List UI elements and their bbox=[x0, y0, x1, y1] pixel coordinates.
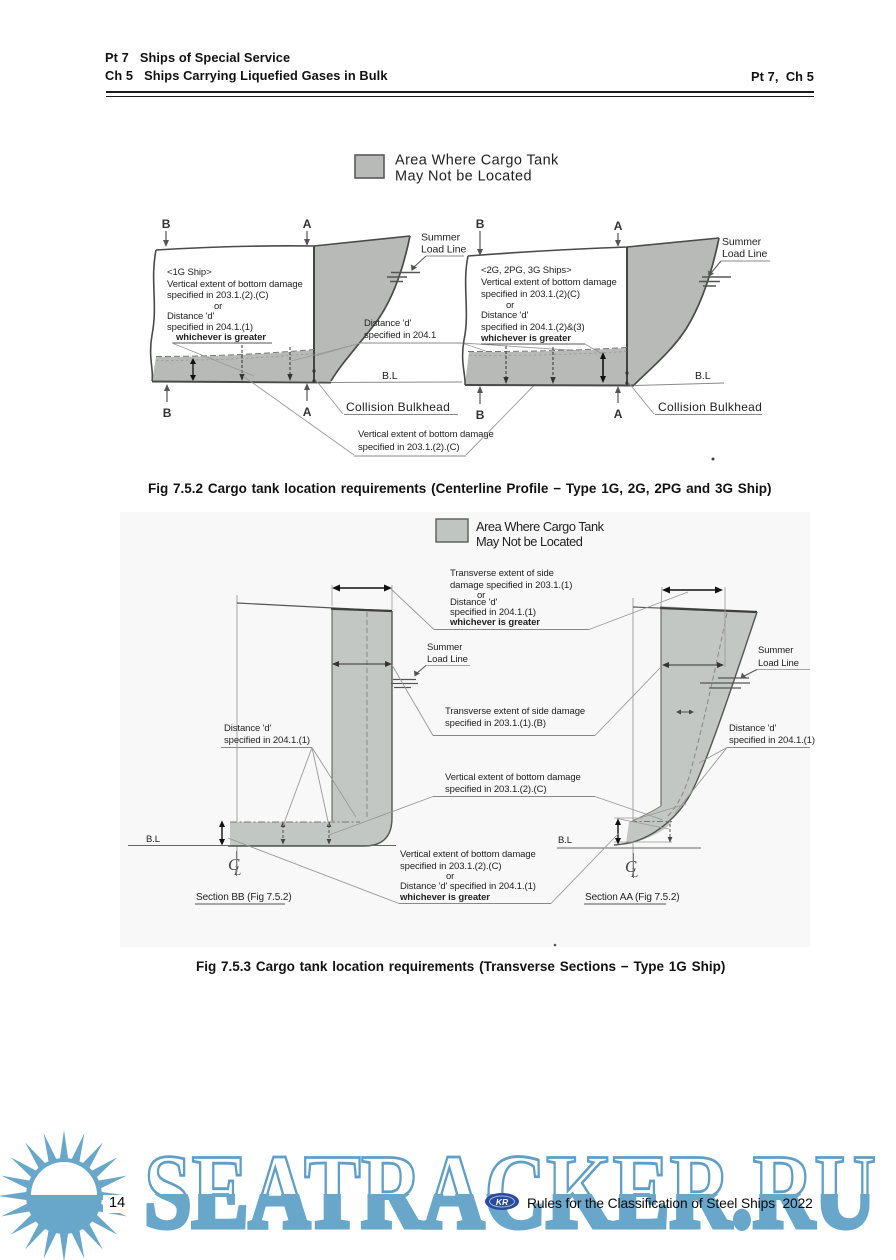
svg-text:B: B bbox=[476, 408, 485, 422]
svg-text:specified in 204.1: specified in 204.1 bbox=[364, 330, 436, 341]
svg-text:specified in 203.1.(1).(B): specified in 203.1.(1).(B) bbox=[445, 718, 546, 729]
svg-text:C: C bbox=[625, 857, 637, 876]
svg-text:Summer: Summer bbox=[758, 645, 793, 656]
svg-text:SEATRACKER.RU: SEATRACKER.RU bbox=[144, 1133, 876, 1250]
svg-text:Section AA (Fig 7.5.2): Section AA (Fig 7.5.2) bbox=[585, 892, 680, 903]
svg-text:Transverse extent of side: Transverse extent of side bbox=[450, 568, 554, 579]
svg-text:Load Line: Load Line bbox=[427, 654, 468, 665]
svg-text:KR: KR bbox=[496, 1197, 509, 1207]
svg-text:whichever is greater: whichever is greater bbox=[175, 332, 266, 343]
svg-text:L: L bbox=[630, 865, 638, 880]
svg-text:Vertical extent of bottom dama: Vertical extent of bottom damage bbox=[167, 279, 303, 290]
svg-text:damage specified in 203.1.(1): damage specified in 203.1.(1) bbox=[450, 580, 572, 591]
svg-text:Collision Bulkhead: Collision Bulkhead bbox=[658, 400, 762, 414]
svg-text:May Not be Located: May Not be Located bbox=[476, 534, 583, 549]
svg-text:A: A bbox=[614, 219, 623, 233]
svg-text:L: L bbox=[233, 863, 241, 878]
svg-text:Distance 'd': Distance 'd' bbox=[481, 310, 529, 321]
svg-text:A: A bbox=[303, 217, 312, 231]
svg-text:B.L: B.L bbox=[382, 370, 398, 382]
svg-text:Distance 'd': Distance 'd' bbox=[729, 723, 777, 734]
svg-text:Load Line: Load Line bbox=[421, 244, 466, 256]
svg-text:A: A bbox=[303, 405, 312, 419]
svg-text:<1G Ship>: <1G Ship> bbox=[167, 267, 212, 278]
svg-text:specified in 203.1.(2).(C): specified in 203.1.(2).(C) bbox=[167, 290, 268, 301]
svg-text:specified in 204.1.(1): specified in 204.1.(1) bbox=[224, 735, 310, 746]
svg-text:Area Where Cargo Tank: Area Where Cargo Tank bbox=[395, 153, 559, 169]
svg-text:Summer: Summer bbox=[722, 236, 762, 248]
svg-text:specified in 204.1.(1): specified in 204.1.(1) bbox=[167, 322, 253, 333]
svg-text:Transverse extent of side dama: Transverse extent of side damage bbox=[445, 706, 585, 717]
svg-text:or: or bbox=[446, 871, 454, 882]
svg-text:B: B bbox=[162, 217, 171, 231]
svg-text:<2G, 2PG, 3G Ships>: <2G, 2PG, 3G Ships> bbox=[481, 265, 572, 276]
svg-text:whichever is greater: whichever is greater bbox=[399, 892, 490, 903]
svg-text:B.L: B.L bbox=[146, 834, 160, 845]
svg-text:May Not be Located: May Not be Located bbox=[395, 169, 532, 185]
svg-text:Area Where Cargo Tank: Area Where Cargo Tank bbox=[476, 519, 605, 534]
svg-text:Vertical extent of bottom dama: Vertical extent of bottom damage bbox=[358, 429, 494, 440]
svg-text:Distance 'd' specified in 204.: Distance 'd' specified in 204.1.(1) bbox=[400, 881, 536, 892]
svg-text:Vertical extent of bottom dama: Vertical extent of bottom damage bbox=[481, 277, 617, 288]
svg-text:whichever is greater: whichever is greater bbox=[449, 617, 540, 628]
svg-text:Collision Bulkhead: Collision Bulkhead bbox=[346, 400, 450, 414]
svg-text:B.L: B.L bbox=[558, 835, 572, 846]
svg-text:or: or bbox=[477, 590, 485, 601]
svg-text:B.L: B.L bbox=[695, 370, 711, 382]
svg-text:Summer: Summer bbox=[427, 642, 462, 653]
svg-text:or: or bbox=[214, 301, 222, 312]
svg-text:specified in 204.1.(2)&(3): specified in 204.1.(2)&(3) bbox=[481, 322, 585, 333]
svg-text:B: B bbox=[476, 217, 485, 231]
svg-text:A: A bbox=[614, 407, 623, 421]
svg-text:Summer: Summer bbox=[421, 232, 461, 244]
svg-text:Load Line: Load Line bbox=[758, 658, 799, 669]
svg-text:specified in 203.1.(2).(C): specified in 203.1.(2).(C) bbox=[445, 784, 546, 795]
svg-text:Distance 'd': Distance 'd' bbox=[450, 597, 498, 608]
svg-text:B: B bbox=[163, 406, 172, 420]
svg-text:specified in 203.1.(2).(C): specified in 203.1.(2).(C) bbox=[400, 861, 501, 872]
svg-text:Load Line: Load Line bbox=[722, 248, 767, 260]
svg-text:specified in 203.1.(2)(C): specified in 203.1.(2)(C) bbox=[481, 289, 580, 300]
svg-text:Distance 'd': Distance 'd' bbox=[224, 723, 272, 734]
svg-text:Vertical extent of bottom dama: Vertical extent of bottom damage bbox=[445, 772, 581, 783]
svg-text:specified in 203.1.(2).(C): specified in 203.1.(2).(C) bbox=[358, 442, 459, 453]
svg-text:Distance 'd': Distance 'd' bbox=[364, 318, 412, 329]
svg-text:Distance 'd': Distance 'd' bbox=[167, 311, 215, 322]
svg-text:Section BB (Fig 7.5.2): Section BB (Fig 7.5.2) bbox=[196, 892, 292, 903]
svg-text:Vertical extent of bottom dama: Vertical extent of bottom damage bbox=[400, 849, 536, 860]
svg-text:whichever is greater: whichever is greater bbox=[480, 333, 571, 344]
svg-text:specified in 204.1.(1): specified in 204.1.(1) bbox=[450, 607, 536, 618]
svg-text:specified in 204.1.(1): specified in 204.1.(1) bbox=[729, 735, 815, 746]
svg-text:C: C bbox=[228, 855, 240, 874]
svg-text:or: or bbox=[506, 300, 514, 311]
